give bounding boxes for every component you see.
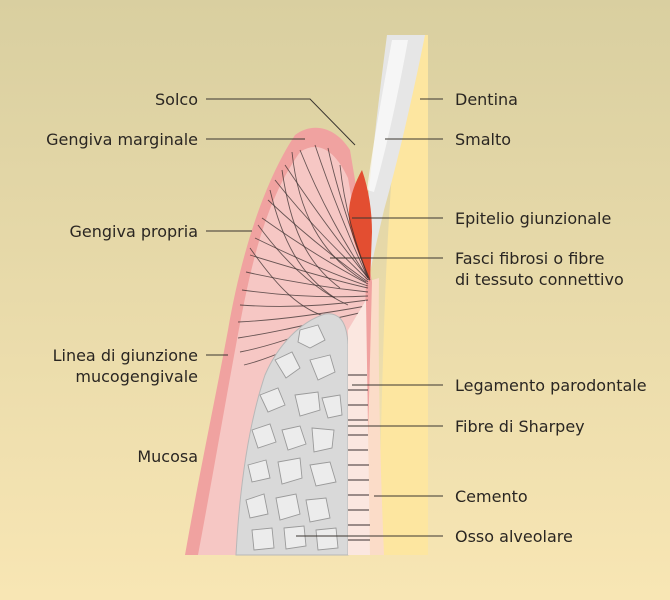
leader-lines: [206, 98, 443, 537]
cementum: [366, 278, 384, 555]
label-legamento: Legamento parodontale: [455, 376, 647, 395]
label-osso: Osso alveolare: [455, 527, 573, 546]
label-dentina: Dentina: [455, 90, 518, 109]
dentin: [378, 35, 428, 555]
label-sharpey: Fibre di Sharpey: [455, 417, 585, 436]
label-epitelio: Epitelio giunzionale: [455, 209, 611, 228]
label-gengiva-marginale: Gengiva marginale: [46, 130, 198, 149]
label-fasci-line1: Fasci fibrosi o fibre: [455, 249, 605, 268]
label-fasci-line2: di tessuto connettivo: [455, 270, 624, 289]
leader-solco: [206, 98, 356, 146]
label-linea-line1: Linea di giunzione: [53, 346, 198, 365]
label-gengiva-propria: Gengiva propria: [70, 222, 199, 241]
connective-fibers: [237, 144, 371, 366]
label-linea-line2: mucogengivale: [75, 367, 198, 386]
label-mucosa: Mucosa: [137, 447, 198, 466]
junctional-epithelium: [348, 170, 372, 282]
enamel: [362, 35, 425, 282]
label-solco: Solco: [155, 90, 198, 109]
label-cemento: Cemento: [455, 487, 528, 506]
bone-texture: [245, 324, 343, 551]
periodontal-ligament: [348, 300, 370, 555]
enamel-highlight: [367, 40, 408, 192]
label-smalto: Smalto: [455, 130, 511, 149]
sharpey-fibers: [348, 374, 370, 541]
